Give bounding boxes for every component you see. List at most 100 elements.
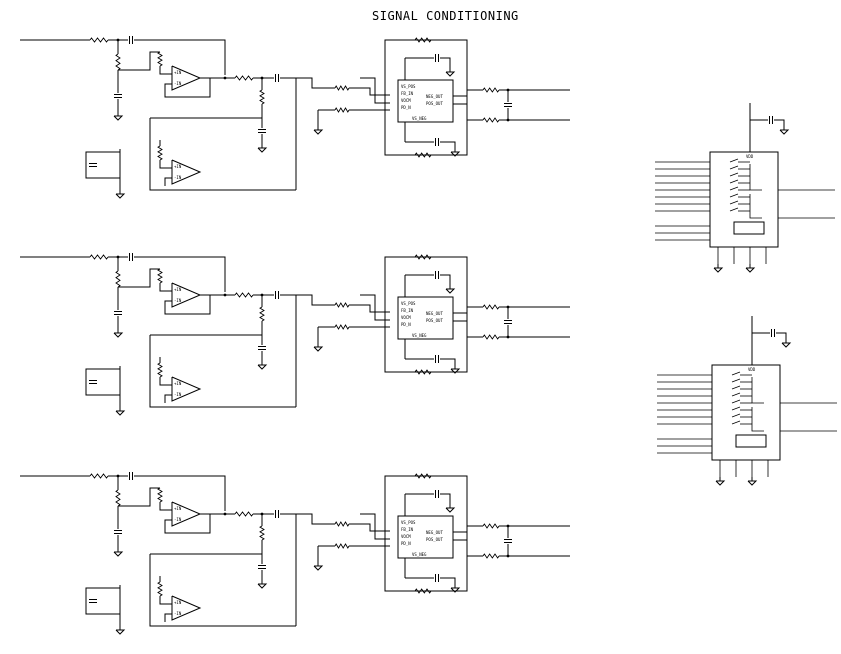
ground-icon <box>450 587 461 593</box>
wire <box>164 613 172 622</box>
wire <box>118 268 160 288</box>
wire <box>440 493 451 504</box>
opamp-pin-minus: -IN <box>174 175 182 180</box>
wire <box>360 77 390 104</box>
resistor-symbol <box>157 581 163 597</box>
wire <box>150 334 263 345</box>
resistor-symbol <box>157 487 163 503</box>
pin-vs-neg: VS_NEG <box>412 552 427 557</box>
ground-icon <box>115 410 126 416</box>
wire <box>159 283 172 292</box>
ground-icon <box>113 115 124 121</box>
pin-vs-pos: VS_POS <box>401 520 416 525</box>
wire <box>453 539 483 557</box>
ground-icon <box>113 332 124 338</box>
wire <box>453 103 483 121</box>
opamp-pin-minus: -IN <box>174 517 182 522</box>
pin-vs-pos: VS_POS <box>401 301 416 306</box>
switch-icon <box>731 371 741 376</box>
opamp-triangle-icon <box>171 595 202 621</box>
wire <box>159 377 172 386</box>
resistor-symbol <box>482 117 500 123</box>
opamp-pin-minus: -IN <box>174 611 182 616</box>
ground-icon <box>450 368 461 374</box>
ground-icon <box>445 288 456 294</box>
pin-pd: PD_N <box>401 322 411 327</box>
switch-bus <box>749 194 762 219</box>
driver-ic-body <box>397 296 454 340</box>
resistor-symbol <box>414 369 432 375</box>
opamp-pin-plus: +IN <box>174 600 182 605</box>
ground-icon <box>450 151 461 157</box>
wire <box>149 118 296 191</box>
wire <box>118 487 160 507</box>
resistor-symbol <box>334 107 350 113</box>
driver-ic-body <box>397 79 454 123</box>
switch-bus <box>751 407 764 432</box>
mux-ic-body <box>709 151 779 248</box>
mux-u27: VDD <box>657 316 837 486</box>
pin-vs-neg: VS_NEG <box>412 333 427 338</box>
resistor-symbol <box>334 543 350 549</box>
pin-pos-out: POS_OUT <box>426 537 443 542</box>
resistor-symbol <box>234 292 254 298</box>
resistor-symbol <box>115 489 121 507</box>
wire <box>296 294 335 306</box>
resistor-symbol <box>482 523 500 529</box>
resistor-symbol <box>334 521 350 527</box>
resistor-symbol <box>157 362 163 378</box>
ground-icon <box>745 267 756 273</box>
opamp-pin-plus: +IN <box>174 381 182 386</box>
wire <box>159 66 172 75</box>
mux-vdd: VDD <box>746 154 754 159</box>
wire <box>296 513 335 525</box>
pin-pos-out: POS_OUT <box>426 101 443 106</box>
mux-decoder-box <box>735 434 767 448</box>
wire <box>150 117 263 128</box>
opamp-pin-plus: +IN <box>174 70 182 75</box>
switch-icon <box>729 200 739 205</box>
switch-bus <box>751 377 764 404</box>
wire <box>774 119 785 126</box>
resistor-symbol <box>334 85 350 91</box>
pin-vcm: VOCM <box>401 315 411 320</box>
resistor-symbol <box>259 525 265 541</box>
wire <box>159 596 172 605</box>
signal-chain-block-2: +IN-IN+IN-INVS_POSFB_INVOCMPD_NVS_NEGNEG… <box>20 253 570 416</box>
pin-vs-pos: VS_POS <box>401 84 416 89</box>
resistor-symbol <box>482 304 500 310</box>
opamp-pin-minus: -IN <box>174 81 182 86</box>
pin-pd: PD_N <box>401 105 411 110</box>
resistor-symbol <box>414 37 432 43</box>
opamp-pin-plus: +IN <box>174 287 182 292</box>
wire <box>776 332 787 339</box>
resistor-symbol <box>414 588 432 594</box>
decoupling-box <box>85 151 121 179</box>
pin-neg-out: NEG_OUT <box>426 94 443 99</box>
switch-icon <box>729 207 739 212</box>
ground-icon <box>445 71 456 77</box>
wire <box>118 51 160 71</box>
switch-icon <box>731 413 741 418</box>
wire <box>349 87 390 96</box>
resistor-symbol <box>157 145 163 161</box>
wire <box>440 274 451 285</box>
mux-decoder-box <box>733 221 765 235</box>
wire <box>453 89 483 97</box>
resistor-symbol <box>482 553 500 559</box>
resistor-symbol <box>89 37 109 43</box>
wire <box>440 57 451 68</box>
switch-icon <box>731 420 741 425</box>
wire <box>349 304 390 313</box>
mux-ic-body <box>711 364 781 461</box>
wire <box>296 77 335 89</box>
resistor-symbol <box>259 306 265 322</box>
opamp-pin-minus: -IN <box>174 392 182 397</box>
switch-icon <box>731 385 741 390</box>
ground-icon <box>445 507 456 513</box>
opamp-pin-minus: -IN <box>174 298 182 303</box>
resistor-symbol <box>157 51 163 67</box>
pin-fb: FB_IN <box>401 91 414 96</box>
wire <box>360 294 390 321</box>
wire <box>280 294 297 407</box>
